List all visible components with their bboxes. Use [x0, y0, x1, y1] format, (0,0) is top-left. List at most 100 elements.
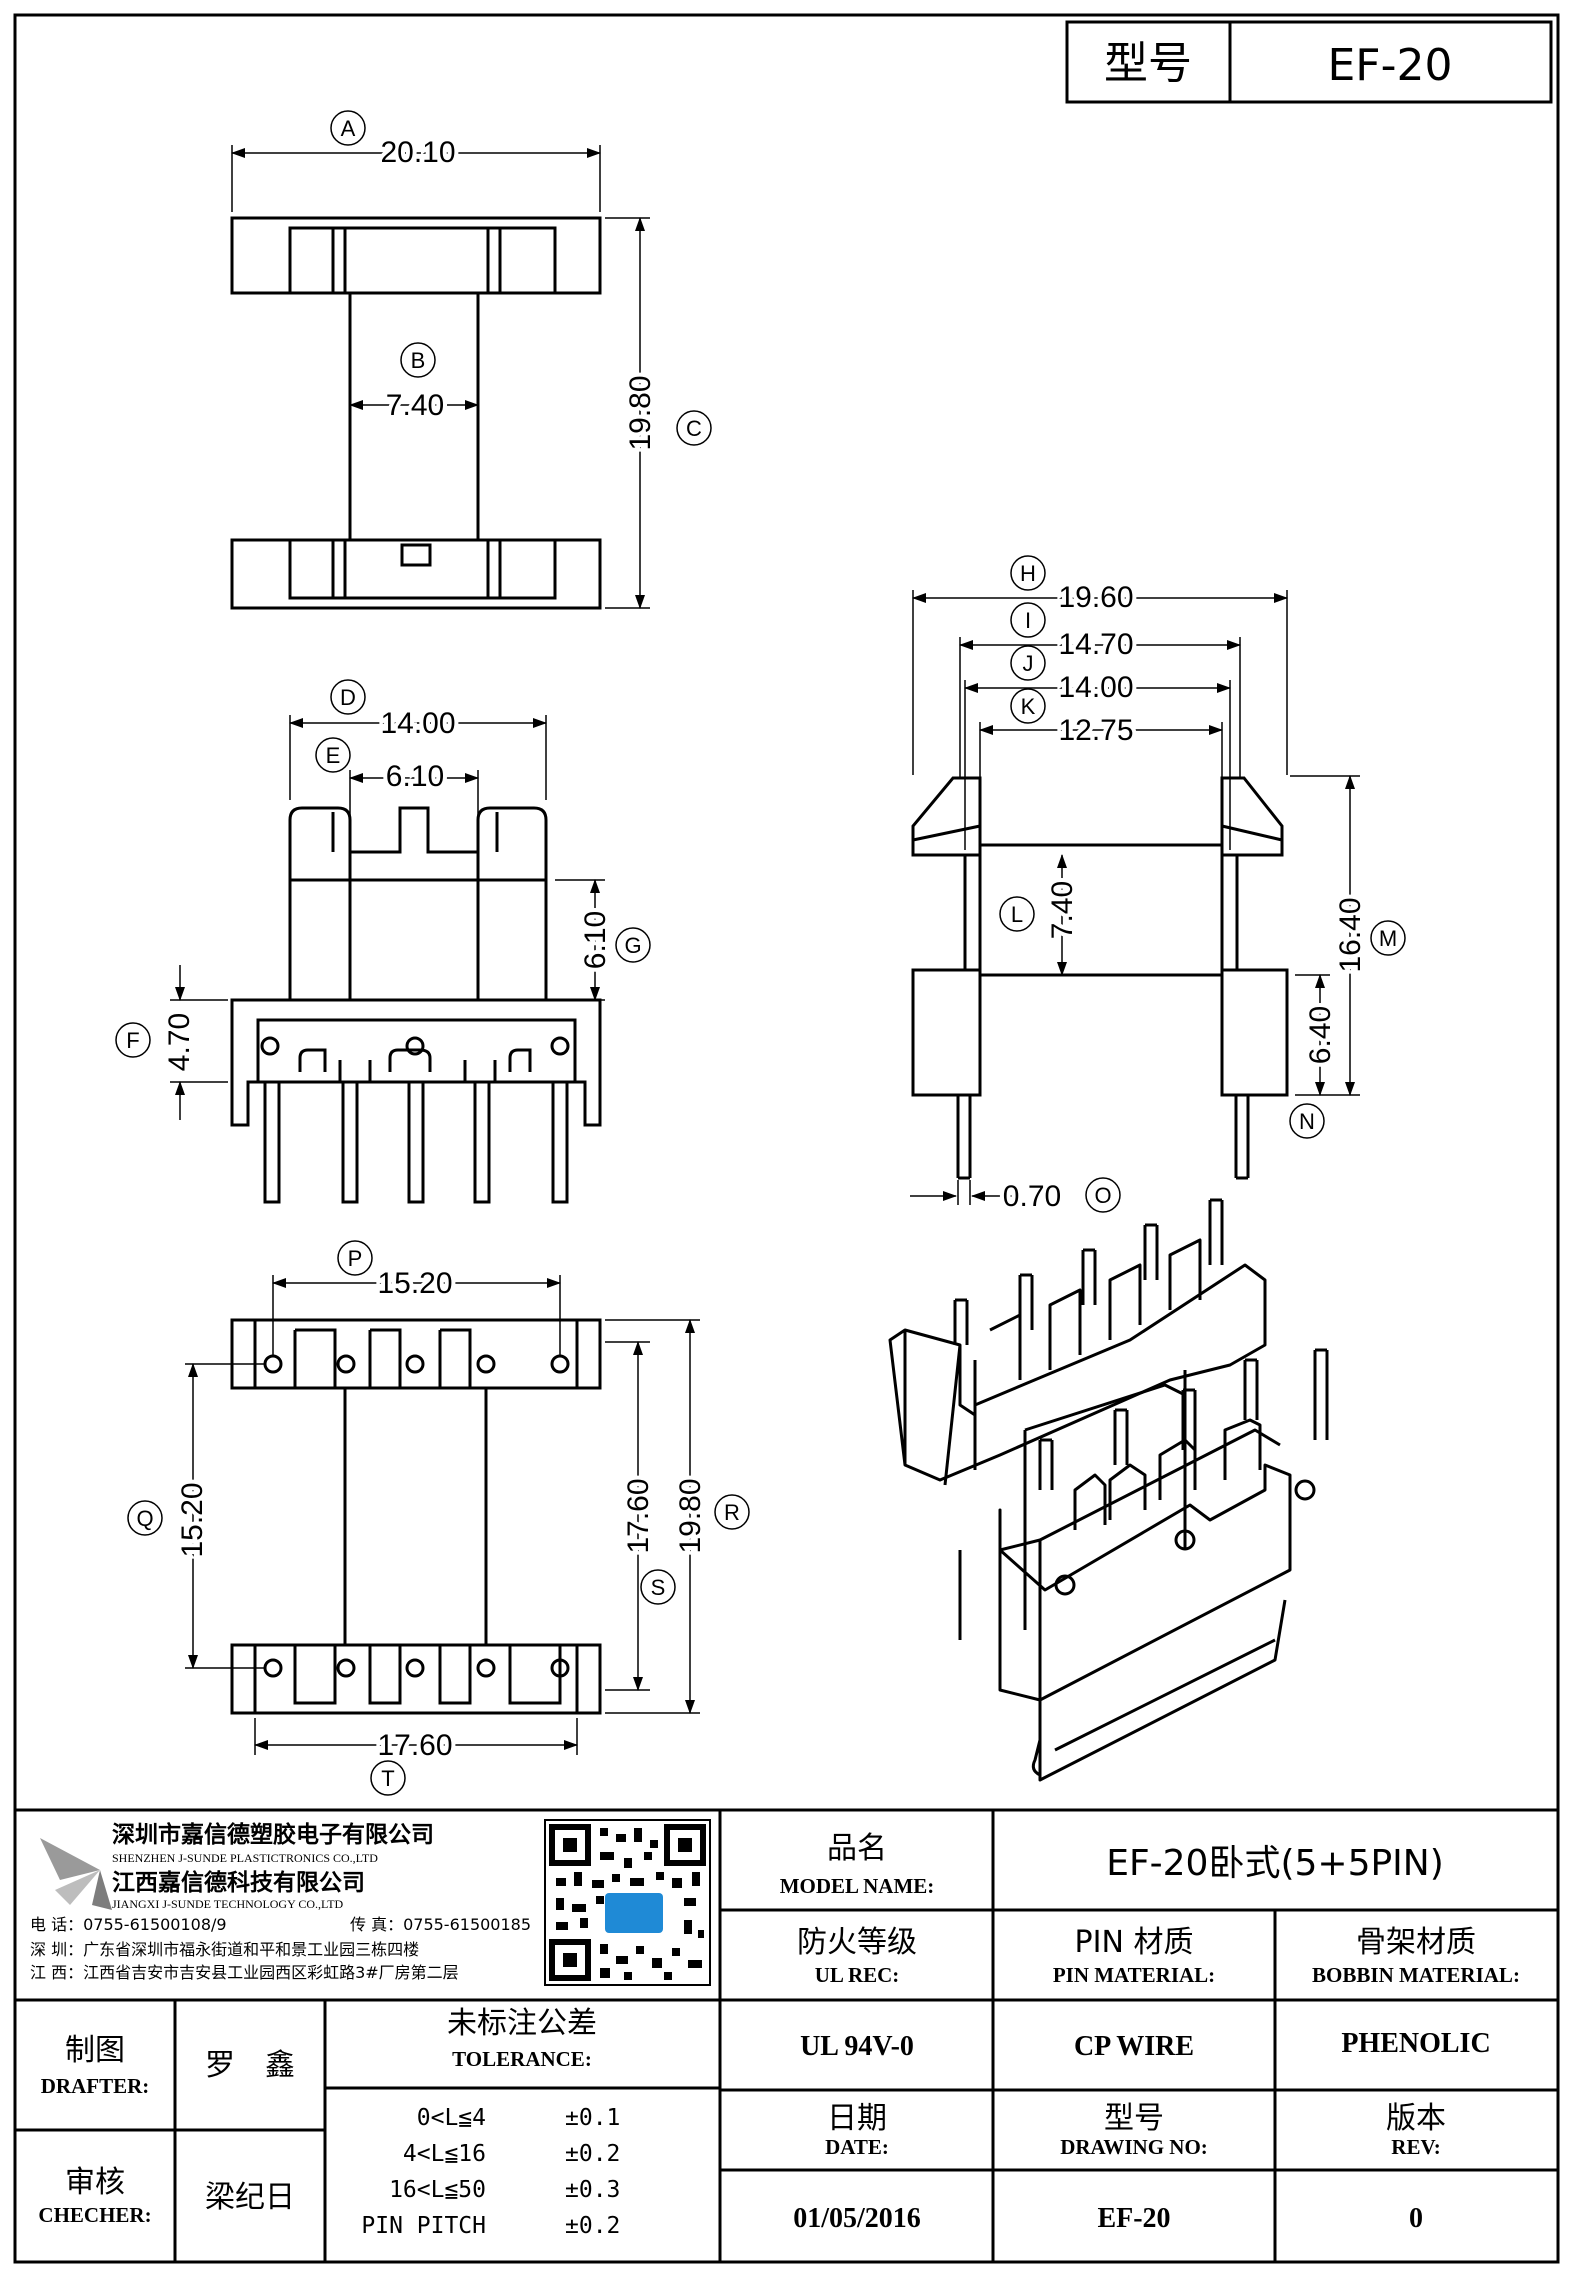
bottom-view-dims: [185, 1275, 700, 1755]
model-name-label-en: MODEL NAME:: [780, 1874, 935, 1898]
dim-value-h: 19.60: [1058, 581, 1133, 614]
dim-value-j: 14.00: [1058, 671, 1133, 704]
tolerance-label-cn: 未标注公差: [447, 2006, 597, 2041]
tolerance-value: ±0.3: [565, 2177, 620, 2203]
checker-label-en: CHECHER:: [38, 2203, 151, 2227]
dim-value-e: 6.10: [386, 760, 444, 793]
checker-label-cn: 审核: [65, 2165, 125, 2200]
company-name-en-2: JIANGXI J-SUNDE TECHNOLOGY CO.,LTD: [112, 1897, 344, 1911]
dim-value-p: 15.20: [377, 1267, 452, 1300]
dim-letter-b: B: [411, 348, 426, 373]
dim-letter-o: O: [1094, 1183, 1111, 1208]
qr-code: [544, 1819, 711, 1986]
ul-rec-label-en: UL REC:: [815, 1963, 900, 1987]
drafter-name: 罗 鑫: [205, 2048, 295, 2083]
rev-label-en: REV:: [1391, 2135, 1440, 2159]
dimension-labels: A 20.10 B 7.40 19.80 C D 14.00 E 6.10 F …: [115, 110, 1406, 1796]
dim-letter-q: Q: [136, 1506, 153, 1531]
dim-value-t: 17.60: [377, 1729, 452, 1762]
dim-letter-l: L: [1011, 902, 1023, 927]
dim-value-b: 7.40: [386, 389, 444, 422]
model-name-label-cn: 品名: [827, 1831, 887, 1866]
company-address-shenzhen: 深 圳：广东省深圳市福永街道和平和景工业园三栋四楼: [30, 1940, 419, 1959]
drawing-no-label-en: DRAWING NO:: [1060, 2135, 1208, 2159]
bottom-view: [230, 1318, 602, 1715]
front-view-dims: [170, 715, 605, 1120]
dim-value-q: 15.20: [176, 1482, 209, 1557]
top-view: [230, 216, 602, 610]
company-info: 深圳市嘉信德塑胶电子有限公司 SHENZHEN J-SUNDE PLASTICT…: [30, 1821, 531, 1982]
rev-value: 0: [1409, 2203, 1423, 2234]
header-box: 型号 EF-20: [1065, 20, 1553, 104]
top-view-dims: [231, 145, 650, 609]
dim-value-k: 12.75: [1058, 714, 1133, 747]
dim-value-r: 19.80: [674, 1478, 707, 1553]
dim-value-c: 19.80: [624, 375, 657, 450]
drawing-no-label-cn: 型号: [1104, 2101, 1164, 2136]
pin-material-label-en: PIN MATERIAL:: [1053, 1963, 1215, 1987]
company-address-jiangxi: 江 西：江西省吉安市吉安县工业园西区彩虹路3#厂房第二层: [30, 1963, 459, 1982]
isometric-view: [888, 1198, 1329, 1782]
dim-letter-d: D: [340, 685, 356, 710]
dim-letter-c: C: [686, 416, 702, 441]
header-type-value: EF-20: [1328, 40, 1453, 91]
pin-material-value: CP WIRE: [1074, 2031, 1194, 2062]
dim-letter-g: G: [624, 933, 641, 958]
company-name-cn-1: 深圳市嘉信德塑胶电子有限公司: [112, 1821, 434, 1848]
front-view: [230, 806, 602, 1204]
tolerance-value: ±0.2: [565, 2213, 620, 2239]
date-value: 01/05/2016: [793, 2203, 921, 2234]
dim-value-s: 17.60: [622, 1478, 655, 1553]
bobbin-material-label-cn: 骨架材质: [1356, 1925, 1476, 1960]
bottom-view-pads: [293, 1328, 562, 1705]
dim-value-o: 0.70: [1003, 1180, 1061, 1213]
title-block-text: 品名 MODEL NAME: EF-20卧式(5+5PIN) 防火等级 UL R…: [38, 1831, 1520, 2239]
dim-value-n: 6.40: [1304, 1006, 1337, 1064]
date-label-en: DATE:: [825, 2135, 889, 2159]
date-label-cn: 日期: [827, 2101, 887, 2136]
dim-letter-n: N: [1299, 1109, 1315, 1134]
tolerance-value: ±0.1: [565, 2105, 620, 2131]
company-name-en-1: SHENZHEN J-SUNDE PLASTICTRONICS CO.,LTD: [112, 1851, 378, 1865]
dim-value-i: 14.70: [1058, 628, 1133, 661]
tolerance-label-en: TOLERANCE:: [452, 2047, 592, 2071]
company-name-cn-2: 江西嘉信德科技有限公司: [112, 1869, 365, 1896]
dim-letter-s: S: [651, 1575, 666, 1600]
ul-rec-value: UL 94V-0: [800, 2031, 914, 2062]
dim-letter-p: P: [348, 1246, 363, 1271]
company-fax: 传 真：0755-61500185: [350, 1915, 531, 1934]
title-block-grid: [13, 1808, 1560, 2264]
dim-letter-h: H: [1020, 561, 1036, 586]
side-view-dims: [910, 590, 1360, 1205]
dim-letter-a: A: [341, 116, 356, 141]
dim-value-m: 16.40: [1334, 897, 1367, 972]
dim-value-l: 7.40: [1046, 881, 1079, 939]
checker-name: 梁纪日: [205, 2180, 295, 2215]
tolerance-range: PIN PITCH: [361, 2213, 486, 2239]
bobbin-material-value: PHENOLIC: [1341, 2028, 1490, 2059]
dim-letter-e: E: [326, 743, 341, 768]
company-logo-icon: [40, 1838, 112, 1910]
tolerance-range: 4<L≦16: [403, 2141, 486, 2167]
ul-rec-label-cn: 防火等级: [797, 1925, 917, 1960]
drawing-no-value: EF-20: [1097, 2203, 1170, 2234]
tolerance-value: ±0.2: [565, 2141, 620, 2167]
dim-letter-j: J: [1023, 651, 1034, 676]
dim-letter-t: T: [381, 1766, 394, 1791]
dim-letter-f: F: [126, 1028, 139, 1053]
dim-letter-m: M: [1379, 926, 1397, 951]
rev-label-cn: 版本: [1386, 2101, 1446, 2136]
dim-letter-i: I: [1025, 608, 1031, 633]
dim-value-f: 4.70: [163, 1013, 196, 1071]
drafter-label-en: DRAFTER:: [41, 2074, 150, 2098]
side-view: [911, 776, 1289, 1180]
qr-logo-icon: [605, 1893, 663, 1933]
dim-value-d: 14.00: [380, 707, 455, 740]
company-tel: 电 话：0755-61500108/9: [30, 1915, 227, 1934]
header-type-label: 型号: [1104, 38, 1192, 89]
dim-letter-k: K: [1021, 694, 1036, 719]
tolerance-range: 16<L≦50: [389, 2177, 486, 2203]
drafter-label-cn: 制图: [65, 2033, 125, 2068]
pin-material-label-cn: PIN 材质: [1075, 1925, 1194, 1960]
